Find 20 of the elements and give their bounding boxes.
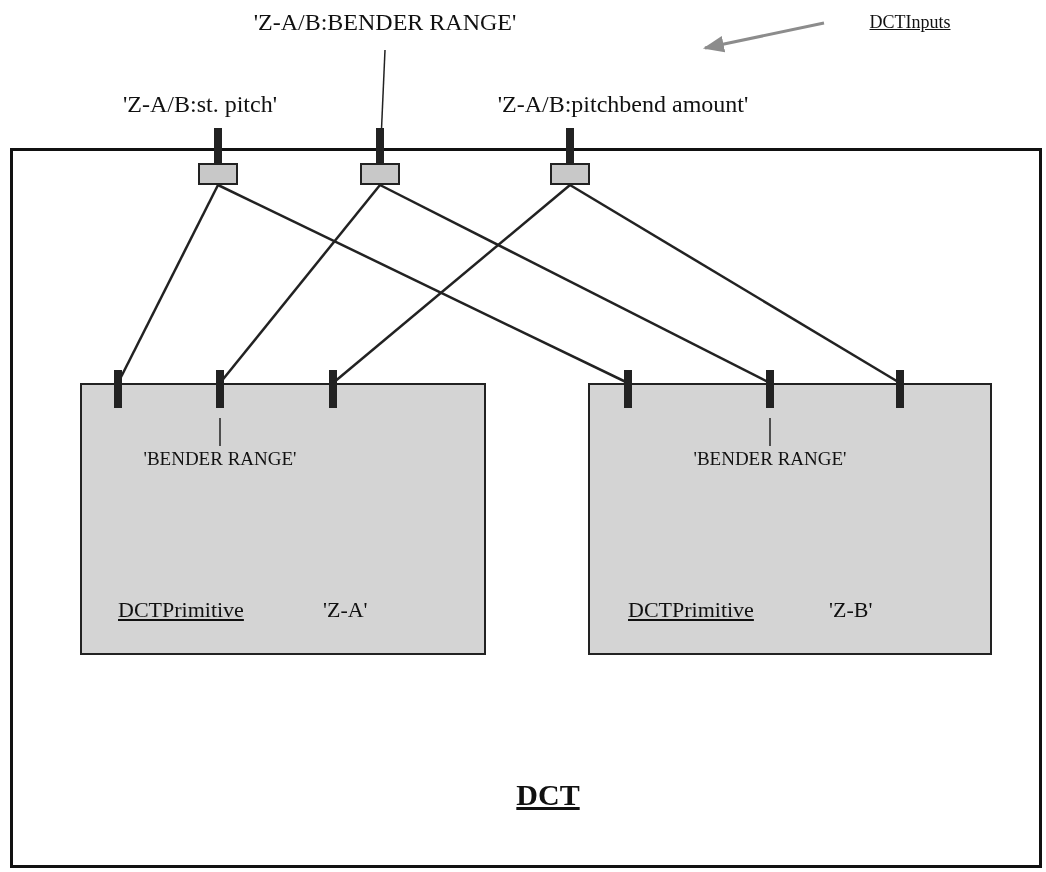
container-box — [10, 148, 1042, 868]
component-type: DCTPrimitive — [118, 598, 244, 623]
instance-name: 'Z-A' — [323, 598, 368, 623]
signal-label: 'Z-A/B:pitchbend amount' — [497, 91, 749, 118]
port-box — [550, 163, 590, 185]
leader-line — [769, 417, 771, 447]
arrow — [702, 21, 825, 53]
component-box — [588, 383, 992, 655]
component-box — [80, 383, 486, 655]
link-label: DCTInputs — [869, 13, 951, 33]
instance-name: 'Z-B' — [829, 598, 873, 623]
port-box — [360, 163, 400, 185]
signal-label: 'Z-A/B:st. pitch' — [123, 91, 277, 118]
container-title: DCT — [516, 778, 580, 811]
signal-label: 'Z-A/B:BENDER RANGE' — [253, 9, 517, 36]
port-name: 'BENDER RANGE' — [143, 449, 297, 470]
leader-line — [219, 417, 221, 447]
port-box — [198, 163, 238, 185]
port-name: 'BENDER RANGE' — [693, 449, 847, 470]
component-type: DCTPrimitive — [628, 598, 754, 623]
